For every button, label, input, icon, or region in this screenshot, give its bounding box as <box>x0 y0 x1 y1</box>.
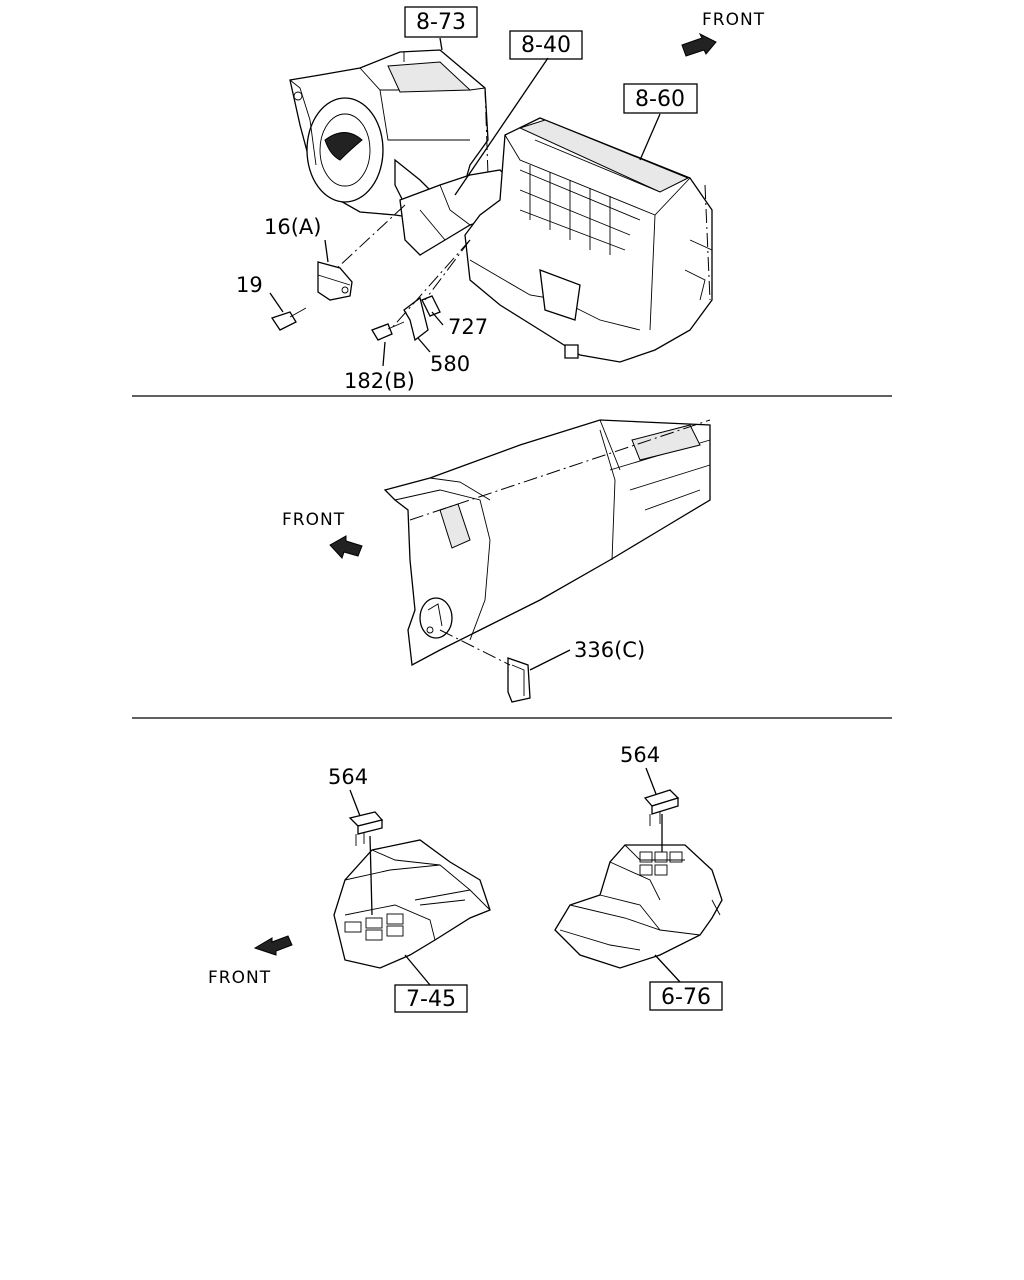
box-label-6-76: 6-76 <box>661 985 711 1010</box>
cap-564-left-drawing <box>348 811 384 846</box>
sensor-16a-drawing <box>317 261 353 301</box>
console-7-45-drawing <box>333 839 491 969</box>
screw-19-drawing <box>270 307 307 331</box>
clip-727-drawing <box>421 295 441 317</box>
front-arrow-section-1 <box>681 32 717 57</box>
front-arrow-section-2 <box>329 535 363 559</box>
front-label-section-3: FRONT <box>208 968 271 988</box>
callout-564-right: 564 <box>620 743 660 767</box>
cap-564-right-drawing <box>643 789 680 826</box>
section-dashboard: FRONT 336(C) <box>282 419 711 703</box>
box-label-8-60: 8-60 <box>635 87 685 112</box>
box-label-8-40-frame <box>509 30 583 60</box>
dashboard-drawing <box>383 419 711 667</box>
bolt-182b-drawing <box>371 321 405 341</box>
section-hvac-assembly: FRONT 8-73 8-40 8-60 16(A) 19 727 580 18… <box>236 6 765 393</box>
box-label-8-73: 8-73 <box>416 10 466 35</box>
callout-580: 580 <box>430 352 470 376</box>
box-label-7-45: 7-45 <box>406 987 456 1012</box>
callout-336c: 336(C) <box>574 638 645 662</box>
box-label-8-40: 8-40 <box>521 33 571 58</box>
leader-lines-section-1 <box>269 37 661 367</box>
section-consoles: FRONT 564 564 7-45 6-76 <box>208 743 723 1013</box>
callout-182b: 182(B) <box>344 369 415 393</box>
box-label-8-73-frame <box>404 6 478 38</box>
front-label-section-1: FRONT <box>702 10 765 30</box>
blower-unit-drawing <box>289 49 489 221</box>
console-6-76-drawing <box>554 844 723 969</box>
assembly-line-564-left <box>369 835 373 916</box>
assembly-line-336c <box>439 629 511 666</box>
front-label-section-2: FRONT <box>282 510 345 530</box>
leader-line-7-45 <box>404 954 431 986</box>
box-label-6-76-frame <box>649 981 723 1011</box>
leader-line-336c <box>529 649 571 671</box>
leader-line-564-left <box>349 789 361 817</box>
box-label-7-45-frame <box>394 984 468 1013</box>
leader-line-6-76 <box>654 954 681 983</box>
callout-19: 19 <box>236 273 263 297</box>
cover-336c-drawing <box>507 657 531 703</box>
heater-unit-drawing <box>464 117 713 363</box>
callout-564-left: 564 <box>328 765 368 789</box>
front-arrow-section-3 <box>253 935 293 956</box>
callout-727: 727 <box>448 315 488 339</box>
leader-line-564-right <box>645 767 657 795</box>
callout-16a: 16(A) <box>264 215 321 239</box>
box-label-8-60-frame <box>623 83 698 114</box>
